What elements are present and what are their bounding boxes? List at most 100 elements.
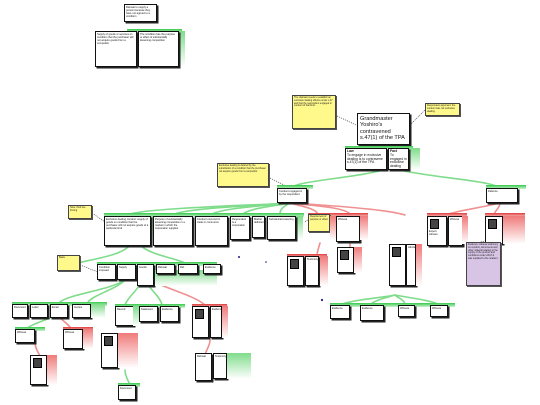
w1-fade: [330, 216, 336, 240]
node-top-small[interactable]: Refusal to supply a person because they …: [124, 4, 157, 22]
root-fade: [408, 148, 420, 170]
node-w4[interactable]: Witness: [448, 216, 463, 246]
node-c1[interactable]: Condition imposed: [97, 264, 116, 280]
right-tag: [485, 213, 525, 217]
l1-left-tag: [277, 185, 313, 189]
r-row-tag: [330, 303, 455, 307]
note-claim[interactable]: The claimant needs to establish an exclu…: [292, 95, 336, 129]
node-e4b[interactable]: Evidence: [210, 306, 222, 338]
note-third-line[interactable]: Note: third line forcing: [68, 205, 92, 219]
node-b2[interactable]: Purpose of substantially lessening compe…: [153, 216, 193, 246]
node-l1-right[interactable]: Defence: [486, 188, 518, 203]
node-top-b[interactable]: The condition has the purpose or effect …: [138, 31, 179, 67]
node-f1[interactable]: Witness: [15, 329, 35, 343]
c-fade: [155, 270, 217, 286]
node-c3[interactable]: Goods: [137, 264, 154, 286]
note-evidence[interactable]: Evidence: witness testimony on conduct, …: [466, 242, 501, 286]
e1-fade: [133, 306, 139, 326]
note-purpose[interactable]: Requirement of purpose or effect: [308, 214, 330, 232]
note-respondent[interactable]: Respondent argument: the conduct was not…: [425, 103, 460, 116]
w2-fade: [360, 216, 368, 240]
node-b1[interactable]: Exclusive dealing conduct: supply of goo…: [104, 216, 151, 246]
note-left-basis[interactable]: Basis: [57, 255, 80, 271]
node-top-a[interactable]: Supply of goods or services on condition…: [95, 31, 137, 67]
g1-fade: [47, 355, 57, 385]
e4-tag: [192, 304, 227, 308]
avatar-e4: [195, 309, 204, 319]
mid-p1-fade: [320, 256, 328, 286]
node-f3[interactable]: [101, 333, 118, 368]
claimant-label: Law: [347, 149, 354, 153]
node-e3[interactable]: Evidence: [160, 306, 179, 322]
node-right-a[interactable]: [485, 216, 503, 244]
node-r1[interactable]: Evidence: [330, 305, 350, 319]
junction-dots: [238, 256, 324, 302]
node-e2[interactable]: Statement: [139, 306, 158, 322]
g3-fade: [227, 353, 251, 379]
node-f2[interactable]: Witness: [63, 329, 83, 349]
node-w1[interactable]: Witness: [336, 216, 360, 242]
node-c5[interactable]: Ref.: [178, 264, 198, 274]
node-e4[interactable]: [192, 306, 209, 338]
node-fact[interactable]: Fact To engaged in exclusive dealing: [388, 148, 409, 170]
node-d2[interactable]: Letter: [30, 304, 48, 318]
avatar-right-a: [488, 219, 497, 229]
node-h1[interactable]: Document: [118, 385, 136, 400]
node-d4[interactable]: Invoice: [72, 304, 91, 318]
f2-fade: [83, 329, 93, 349]
e4-fade: [222, 306, 228, 338]
w-row-tag: [308, 213, 368, 217]
node-mid-p2[interactable]: [337, 247, 354, 273]
l1-right-tag: [486, 185, 526, 189]
link-c-d1: [59, 279, 126, 303]
node-g3[interactable]: Testimony: [213, 353, 227, 379]
fact-text: To engaged in exclusive dealing: [390, 152, 407, 169]
node-b4[interactable]: Respondent is a corporation: [230, 216, 250, 240]
node-c6[interactable]: Evidence: [203, 264, 221, 274]
link-c-d2: [87, 279, 126, 303]
w3-label: Expert witness: [429, 230, 438, 236]
mid-p3-fade: [416, 244, 422, 286]
avatar-mid-p3: [392, 247, 401, 257]
node-r2[interactable]: Evidence: [360, 305, 384, 321]
avatar-mid-p2: [340, 250, 349, 260]
mid-p2-fade: [354, 247, 362, 273]
node-d1[interactable]: Document: [12, 304, 28, 318]
node-root[interactable]: Grandmaster Yoshiro's contravened s.47(1…: [357, 113, 410, 145]
node-c4[interactable]: Refusal: [156, 264, 175, 274]
node-b3[interactable]: Conduct occurred in trade or commerce: [195, 216, 228, 246]
node-r3[interactable]: Witness: [398, 305, 415, 317]
node-r4[interactable]: Witness: [430, 305, 448, 317]
claimant-text: To engage in exclusive dealing is to con…: [347, 152, 383, 165]
node-mid-p1[interactable]: [287, 256, 304, 286]
node-b6[interactable]: Substantial lessening: [267, 216, 296, 240]
note-link-1: [334, 114, 357, 126]
node-e1[interactable]: Record: [115, 306, 134, 326]
node-g2[interactable]: Refusal: [195, 353, 212, 381]
node-d3[interactable]: Email: [50, 304, 68, 318]
avatar-f3: [104, 336, 113, 346]
avatar-w3: [430, 219, 439, 229]
top-a-fade: [178, 31, 185, 67]
node-b5[interactable]: Market definition: [252, 216, 265, 238]
node-mid-p3b[interactable]: Admission: [406, 244, 416, 286]
note-link-2: [409, 109, 426, 126]
note-definition[interactable]: Exclusive dealing is defined by the subs…: [217, 163, 269, 187]
note-link-4: [91, 212, 106, 223]
fact-label: Fact: [390, 149, 397, 153]
link-l1-b8: [289, 202, 406, 216]
avatar-mid-p1: [290, 259, 299, 269]
node-c2[interactable]: Supply: [117, 264, 136, 280]
node-mid-p1b[interactable]: Testimony: [305, 256, 319, 286]
node-mid-p3[interactable]: [389, 244, 406, 286]
node-claimant[interactable]: Law To engage in exclusive dealing is to…: [345, 148, 387, 170]
node-w3[interactable]: Expert witness: [427, 216, 447, 246]
link-l1-b5: [279, 202, 291, 215]
b6-fade: [295, 216, 303, 240]
node-l1-left[interactable]: Conduct engaged in by the respondent: [277, 188, 307, 203]
link-e-f: [34, 341, 41, 357]
link-l1-b4: [242, 202, 291, 215]
node-g1[interactable]: [30, 355, 47, 385]
b-row-tag: [104, 213, 304, 217]
